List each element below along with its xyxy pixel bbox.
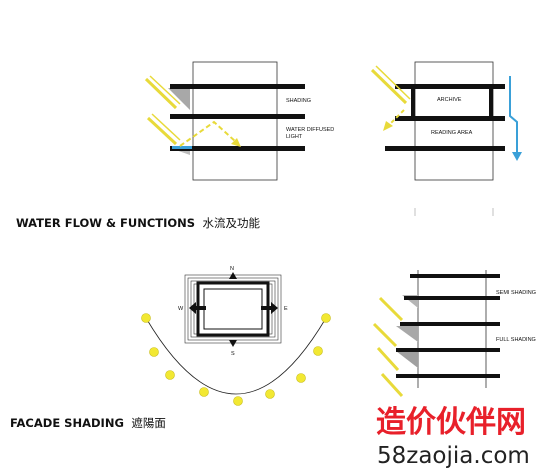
sun-ray-upper-b	[149, 75, 181, 105]
floor-slab-5	[396, 374, 500, 378]
sun-ray-lower	[146, 116, 178, 146]
label-full-shading: FULL SHADING	[496, 337, 536, 343]
arrow-west-shaft	[196, 306, 206, 310]
sun-ray	[372, 322, 398, 348]
heading-water-flow: WATER FLOW & FUNCTIONS 水流及功能	[16, 214, 261, 231]
archive-wall-left	[411, 84, 415, 121]
shadow-wedge	[168, 88, 190, 110]
floor-slab-1	[170, 84, 305, 89]
floor-slab-4	[396, 348, 500, 352]
diffused-light-arrowhead	[231, 138, 241, 147]
sun-icon	[296, 373, 306, 383]
sun-icon	[233, 396, 243, 406]
floor-slab-2	[404, 296, 500, 300]
sun-ray-b	[375, 65, 411, 100]
panel-archive-reading: ARCHIVE READING AREA	[370, 61, 522, 216]
label-light: LIGHT	[286, 134, 303, 140]
water-flow-arrowhead	[512, 152, 522, 161]
arrow-north-icon	[229, 272, 237, 279]
compass-east: E	[284, 306, 288, 312]
shadow-wedge	[396, 351, 418, 368]
sun-ray-upper	[144, 77, 178, 110]
arrow-east-shaft	[261, 306, 271, 310]
water-strip	[172, 146, 192, 149]
compass-north: N	[230, 266, 234, 272]
floor-slab-3	[385, 146, 505, 151]
heading-facade-shading: FACADE SHADING 遮陽面	[10, 414, 166, 431]
label-archive: ARCHIVE	[437, 97, 462, 103]
archive-wall-right	[489, 84, 493, 121]
water-flow-path	[509, 76, 518, 152]
sun-ray	[370, 68, 408, 105]
sun-icon	[141, 313, 151, 323]
floor-slab-2	[395, 116, 505, 121]
floor-slab-3	[170, 146, 305, 151]
panel-facade-section: SEMI SHADING FULL SHADING	[372, 270, 536, 398]
arrow-south-icon	[229, 340, 237, 347]
floor-slab-3	[400, 322, 500, 326]
watermark-url: 58zaojia.com	[377, 443, 530, 469]
panel-sun-path-plan: N S W E	[141, 266, 331, 406]
sun-icon	[313, 346, 323, 356]
sun-icon	[199, 387, 209, 397]
label-reading-area: READING AREA	[431, 130, 473, 136]
floor-slab-2	[170, 114, 305, 119]
floor-slab-1	[410, 274, 500, 278]
reflected-light-arrowhead	[383, 121, 393, 131]
sun-icon	[149, 347, 159, 357]
floor-slab-1	[395, 84, 505, 89]
sun-icon	[165, 370, 175, 380]
arrow-west-icon	[189, 302, 196, 314]
sun-ray-lower-b	[151, 113, 181, 141]
sun-icon	[265, 389, 275, 399]
label-water-diffused: WATER DIFFUSED	[286, 127, 334, 133]
compass-south: S	[231, 351, 235, 357]
building-outline	[192, 61, 278, 181]
sun-ray	[378, 296, 404, 322]
watermark: 造价伙伴网 58zaojia.com	[376, 405, 530, 469]
shadow-wedge	[396, 326, 418, 342]
compass-west: W	[178, 306, 184, 312]
sun-ray	[376, 346, 400, 372]
reflected-light	[387, 109, 405, 127]
arrow-east-icon	[271, 302, 278, 314]
sun-positions	[141, 313, 331, 406]
panel-water-diffused-light: SHADING WATER DIFFUSED LIGHT	[144, 61, 334, 181]
sun-ray	[380, 372, 404, 398]
diffused-light-path	[179, 120, 237, 147]
label-shading: SHADING	[286, 98, 311, 104]
sun-path-arc	[145, 317, 327, 395]
sun-icon	[321, 313, 331, 323]
watermark-cn: 造价伙伴网	[376, 405, 526, 440]
label-semi-shading: SEMI SHADING	[496, 290, 536, 296]
